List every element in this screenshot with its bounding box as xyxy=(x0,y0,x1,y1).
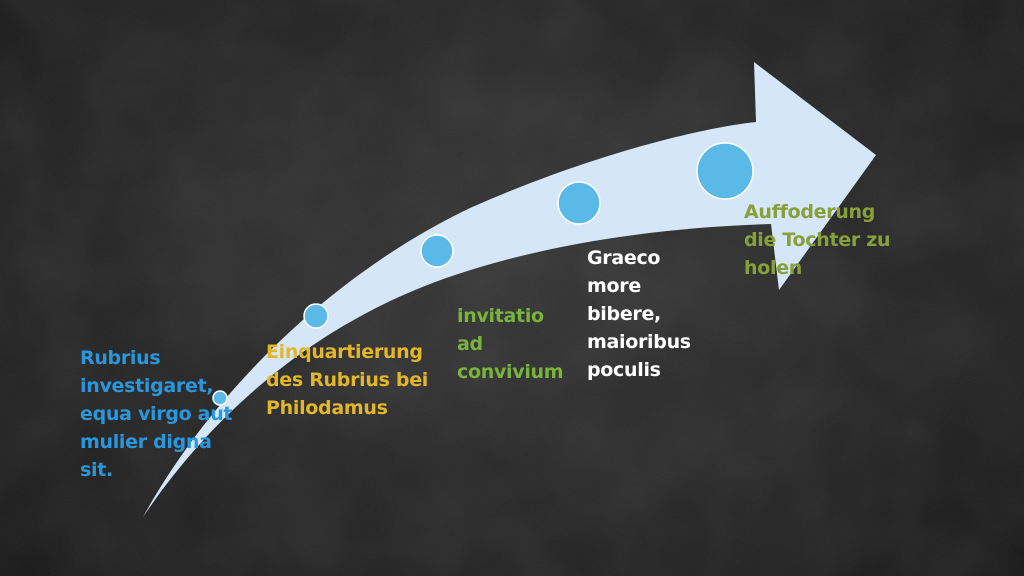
step-label-3: invitatio ad convivium xyxy=(457,305,564,383)
timeline-marker-3 xyxy=(420,234,454,268)
step-label-1: Rubrius investigaret, equa virgo aut mul… xyxy=(80,347,233,481)
timeline-marker-2 xyxy=(303,303,329,329)
timeline-markers xyxy=(212,142,754,406)
step-label-2: Einquartierung des Rubrius bei Philodamu… xyxy=(266,341,429,419)
timeline-marker-4 xyxy=(557,181,601,225)
step-label-4: Graeco more bibere, maioribus poculis xyxy=(587,247,691,381)
curved-arrow xyxy=(143,62,876,517)
timeline-marker-5 xyxy=(696,142,754,200)
timeline-marker-1 xyxy=(212,390,228,406)
step-label-5: Auffoderung die Tochter zu holen xyxy=(744,201,891,279)
